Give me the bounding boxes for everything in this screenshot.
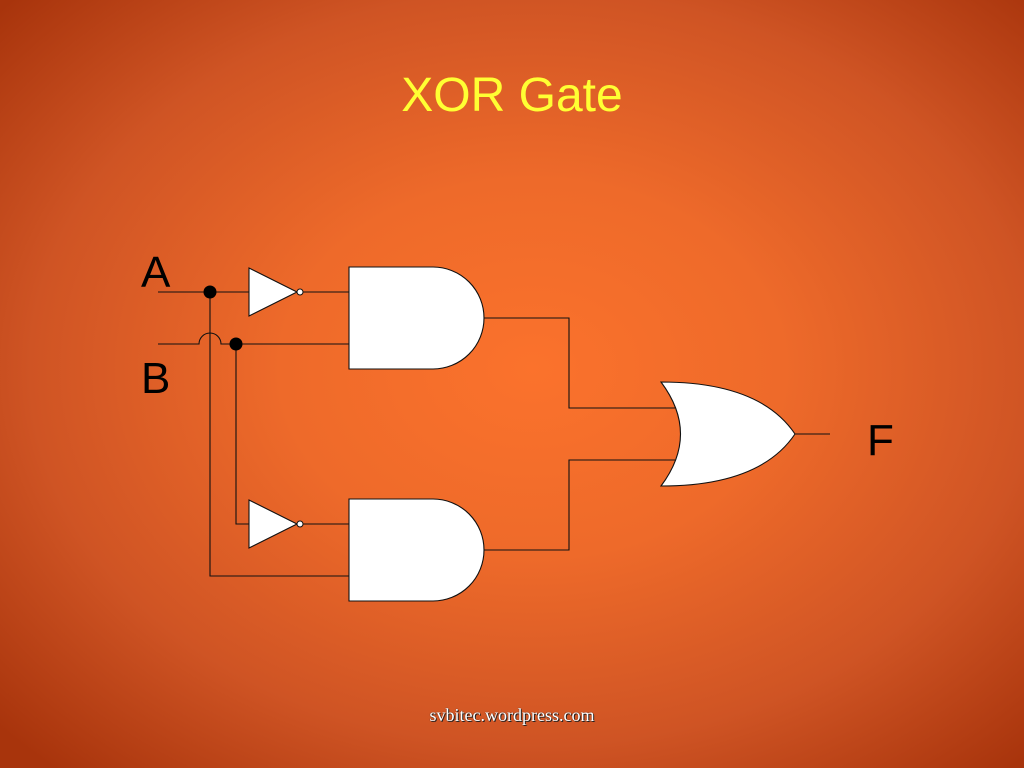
wire-b-branch (235, 344, 249, 525)
slide-title: XOR Gate (401, 69, 623, 122)
junction-dot-b (229, 337, 243, 351)
wire-a-branch (209, 292, 349, 577)
and-gate-bottom (348, 498, 485, 602)
junction-dot-a (203, 285, 217, 299)
wire-input-b (158, 332, 349, 345)
not-gate-b (248, 499, 299, 549)
not-gate-a (248, 267, 299, 317)
not-bubble-a (296, 288, 304, 296)
and-gate-top (348, 266, 485, 370)
or-gate (659, 381, 796, 487)
footer-credit: svbitec.wordpress.com (429, 705, 595, 725)
wire-and-bottom-to-or (484, 459, 675, 551)
wire-and-top-to-or (484, 317, 675, 409)
input-label-a: A (141, 248, 171, 297)
not-bubble-b (296, 520, 304, 528)
output-label-f: F (867, 416, 894, 465)
input-label-b: B (141, 354, 170, 403)
